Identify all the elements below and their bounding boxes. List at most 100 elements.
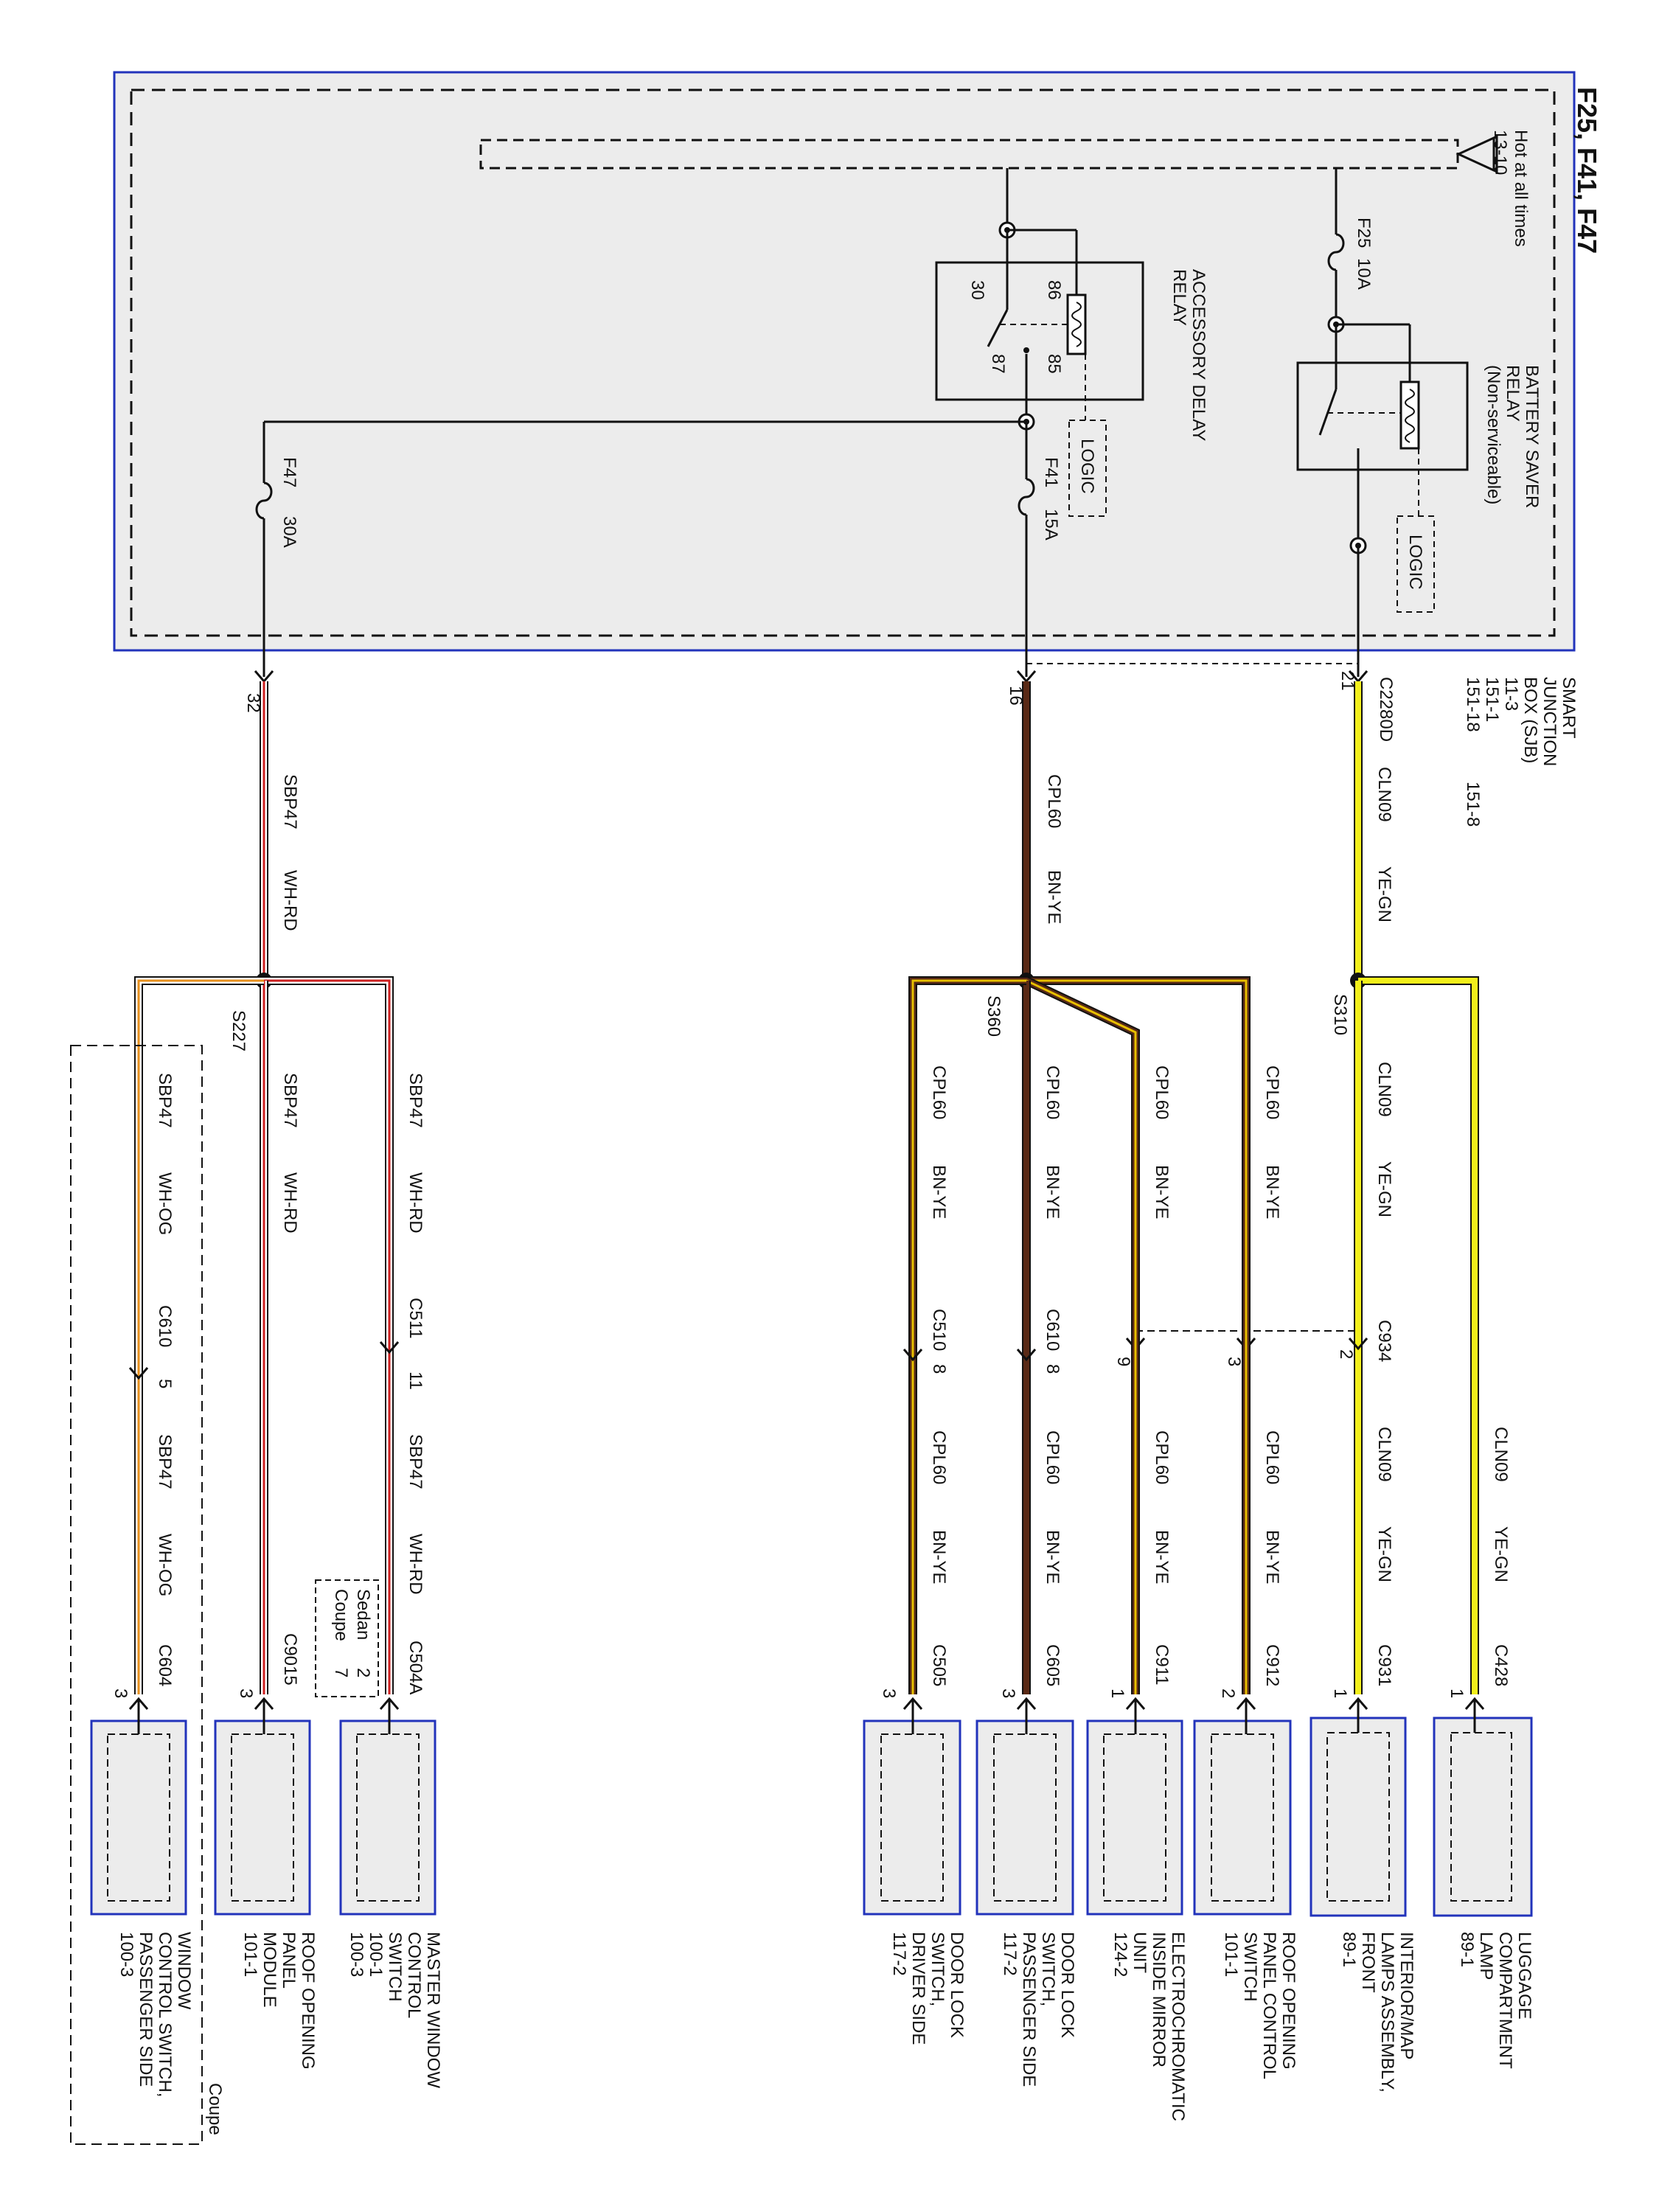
adr-label-2: RELAY [1169,269,1189,326]
c934-label: C934 [1374,1320,1394,1362]
power-source-symbol [1455,136,1495,173]
cpl60-roof-switch-color-a: BN-YE [1262,1165,1282,1219]
adr-pin-87: 87 [988,354,1008,374]
c610-right-label: C610 [155,1305,175,1347]
f41-fuse-symbol [1018,478,1035,516]
component-roof-panel-module [214,1697,311,1916]
luggage-label-2: COMPARTMENT [1495,1932,1515,2069]
luggage-label-4: 89-1 [1457,1932,1477,1967]
c610-left-arrow [1016,1349,1037,1362]
cpl60-pass-door-color-b: BN-YE [1043,1530,1062,1584]
wire-cpl60-roof-switch [1026,976,1251,1694]
map-label-1: INTERIOR/MAP [1397,1932,1416,2059]
sjb-label-6: 151-18 [1463,677,1483,732]
adr-pin-85: 85 [1044,354,1064,374]
mirror-label-1: ELECTROCHROMATIC [1168,1932,1188,2121]
adr-coil [1066,293,1087,355]
sbp47-roof-name: SBP47 [280,1073,300,1128]
bsr-logic-label: LOGIC [1405,535,1425,590]
cpl60-driver-door-color-b: BN-YE [929,1530,949,1584]
roof-switch-label-2: PANEL CONTROL [1259,1932,1279,2079]
sbp47-master-color-b: WH-RD [406,1534,425,1595]
variant-box [315,1579,379,1697]
roof-module-label-4: 101-1 [240,1932,260,1977]
battery-saver-relay-box [1296,361,1469,471]
sbp47-roof-color: WH-RD [280,1172,300,1234]
wire-sbp47-master-window [264,976,394,1694]
cpl60-main-name: CPL60 [1044,774,1064,828]
c605-pin: 3 [998,1688,1018,1698]
pass-window-label-3: PASSENGER SIDE [136,1932,156,2087]
roof-module-label-1: ROOF OPENING [298,1932,318,2070]
master-window-label-3: SWITCH [385,1932,405,2002]
c505-label: C505 [929,1644,949,1686]
component-luggage-compartment-lamp [1433,1697,1533,1917]
f47-fuse-symbol [255,481,273,520]
component-door-lock-driver [863,1697,961,1916]
c912-label: C912 [1262,1644,1282,1686]
coupe-region [70,1045,203,2145]
sbp47-main-color: WH-RD [280,870,300,931]
battery-saver-relay-label-3: (Non-serviceable) [1484,365,1503,504]
f47-fuse-name: F47 [279,457,299,487]
variant-coupe-pin: 7 [331,1668,351,1677]
sjb-label-extra: 151-8 [1463,782,1483,827]
component-roof-panel-control-switch [1193,1697,1292,1916]
cln09-map-name-a: CLN09 [1374,1062,1394,1117]
c934-pin-2: 2 [1336,1349,1356,1359]
sjb-label-2: JUNCTION [1540,677,1559,766]
component-window-switch-passenger [90,1697,187,1916]
sjb-label-1: SMART [1559,677,1579,739]
c610-right-pin: 5 [155,1379,175,1388]
cln09-luggage-color: YE-GN [1491,1526,1511,1582]
pass-door-label-1: DOOR LOCK [1057,1932,1077,2038]
cpl60-driver-door-name-b: CPL60 [929,1430,949,1484]
mirror-label-4: 124-2 [1110,1932,1130,1977]
c9015-pin: 3 [236,1688,256,1698]
cpl60-driver-door-color-a: BN-YE [929,1165,949,1219]
f25-fuse-name: F25 [1354,218,1374,248]
cpl60-roof-switch-name-a: CPL60 [1262,1065,1282,1119]
driver-door-label-4: 117-2 [889,1932,909,1976]
pass-door-label-2: SWITCH, [1038,1932,1058,2006]
power-source-label: Hot at all times [1511,130,1531,247]
adr-logic-label: LOGIC [1077,439,1097,494]
sbp47-master-name-b: SBP47 [406,1434,425,1489]
f47-fuse-rating: 30A [279,516,299,548]
map-label-3: FRONT [1358,1932,1378,1993]
wire-cpl60-driver-door [908,976,1026,1694]
coupe-region-label: Coupe [205,2083,225,2135]
power-source-ref: 13-10 [1490,130,1510,175]
map-label-4: 89-1 [1339,1932,1359,1967]
sjb-label-5: 151-1 [1482,677,1502,722]
component-master-window-switch [339,1697,437,1916]
c911-pin: 1 [1107,1688,1127,1698]
sjb-inner-boundary [130,88,1556,637]
component-interior-map-lamps [1310,1697,1407,1917]
page-title: F25, F41, F47 [1572,87,1602,254]
sbp47-master-name-a: SBP47 [406,1073,425,1128]
c510-pin: 8 [929,1364,949,1374]
roof-switch-label-1: ROOF OPENING [1279,1932,1298,2070]
sjb-label-3: BOX (SJB) [1520,677,1540,763]
c934-pin-9: 9 [1113,1357,1133,1366]
cpl60-mirror-name-a: CPL60 [1152,1065,1172,1119]
accessory-delay-relay-box [935,261,1144,401]
f25-fuse-rating: 10A [1354,258,1374,290]
pass-door-label-3: PASSENGER SIDE [1019,1932,1039,2087]
cln09-map-color-b: YE-GN [1374,1526,1394,1582]
pass-window-label-4: 100-3 [116,1932,136,1977]
c605-label: C605 [1043,1644,1062,1686]
adr-pin87-dot [1023,347,1029,353]
c510-label: C510 [929,1309,949,1351]
roof-module-label-3: MODULE [260,1932,279,2008]
sbp47-pass-window-name-a: SBP47 [155,1073,175,1128]
c934-pin-3: 3 [1224,1357,1244,1366]
cpl60-pass-door-name-b: CPL60 [1043,1430,1062,1484]
mirror-label-2: INSIDE MIRROR [1149,1932,1169,2067]
luggage-label-3: LAMP [1476,1932,1496,1980]
battery-saver-relay-label-2: RELAY [1503,365,1523,422]
c934-pin-2-arrow [1348,1338,1368,1351]
